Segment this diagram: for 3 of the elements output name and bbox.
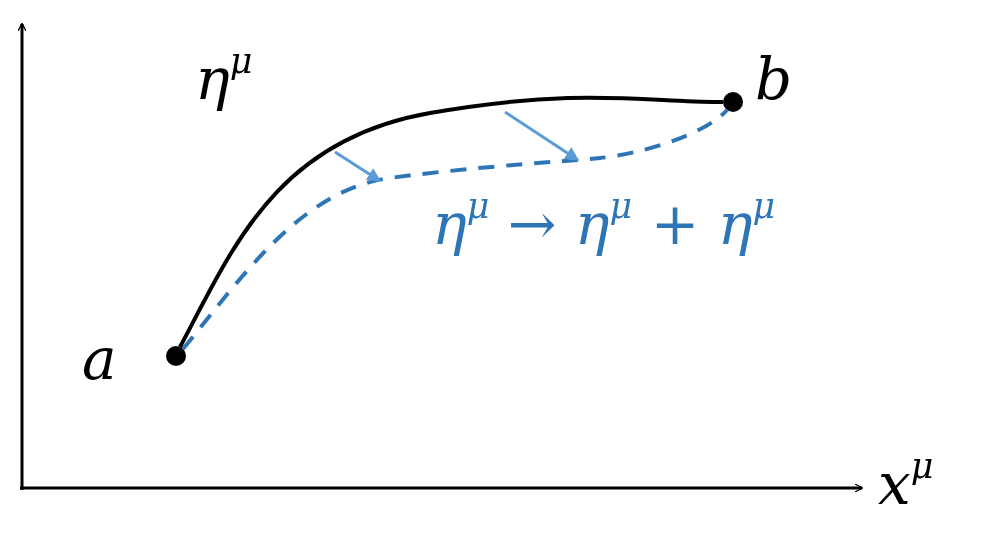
axis-label: x$^{μ}$ (878, 455, 934, 513)
point-label: b (755, 50, 793, 108)
point-label: a (82, 330, 117, 388)
